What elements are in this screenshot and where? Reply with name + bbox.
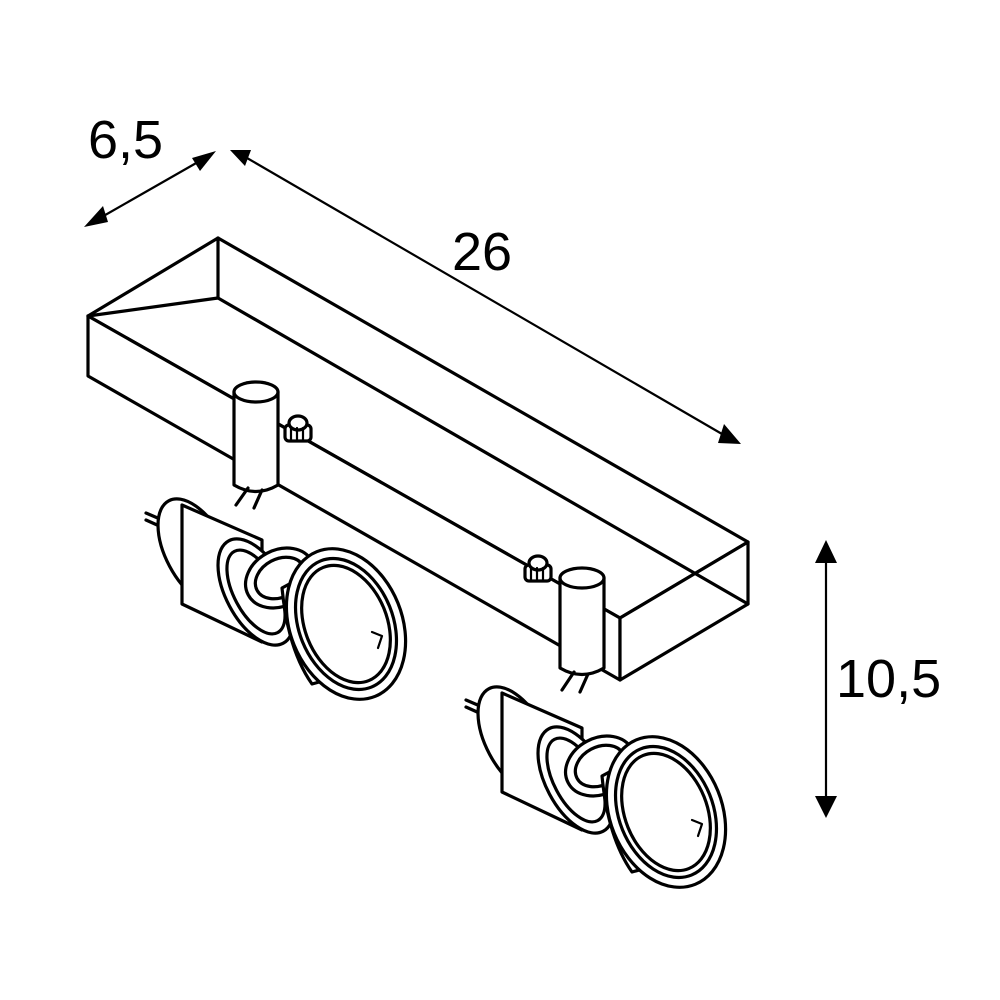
length-label: 26 <box>452 222 512 282</box>
spotlight-head-2 <box>464 554 728 889</box>
mounting-post-2 <box>558 566 606 694</box>
reflector-2 <box>600 735 728 889</box>
length-arrow-end-icon <box>718 424 741 444</box>
depth-arrow-end-icon <box>192 151 216 171</box>
length-arrow-start-icon <box>230 150 251 166</box>
ceiling-plate <box>86 236 750 682</box>
depth-dimension: 6,5 <box>84 110 216 227</box>
height-dimension: 10,5 <box>815 540 941 818</box>
depth-label: 6,5 <box>88 110 163 170</box>
mounting-post-1 <box>232 380 280 510</box>
depth-arrow-start-icon <box>84 206 108 227</box>
height-label: 10,5 <box>836 649 941 709</box>
lock-knob-1-icon <box>283 414 313 443</box>
reflector-1 <box>280 547 408 701</box>
spotlight-head-1 <box>144 380 408 701</box>
lock-knob-2-icon <box>523 554 553 583</box>
height-arrow-top-icon <box>815 540 837 563</box>
lamp-body-1 <box>156 497 296 647</box>
length-dimension: 26 <box>230 150 741 444</box>
height-arrow-bottom-icon <box>815 796 837 818</box>
